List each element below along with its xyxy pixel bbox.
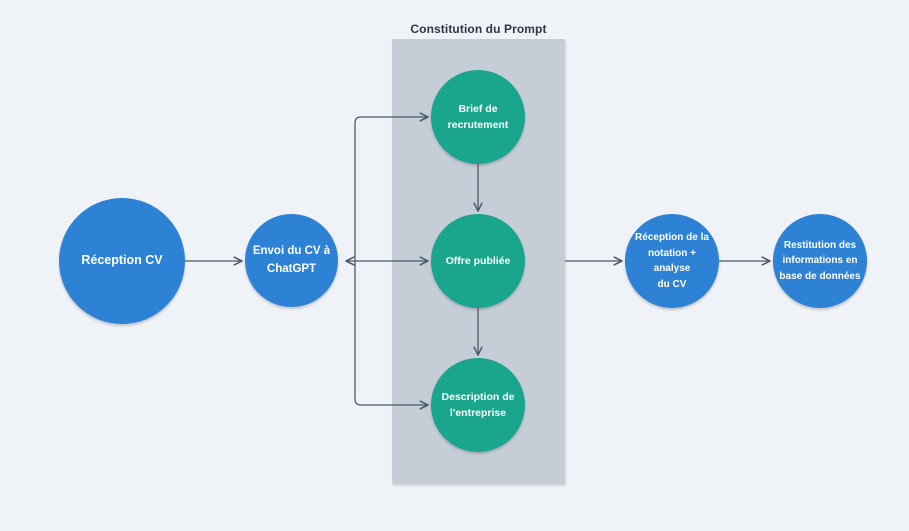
node-offre-publiee-label: Offre publiée <box>445 254 511 267</box>
node-reception-notation-label: Réception de la notation + analyse du CV <box>635 232 709 290</box>
node-restitution-informations-label: Restitution des informations en base de … <box>779 239 861 282</box>
node-envoi-cv-chatgpt-label: Envoi du CV à ChatGPT <box>252 244 331 275</box>
node-description-entreprise: Description de l'entreprise <box>431 358 525 452</box>
node-brief-recrutement: Brief de recrutement <box>431 70 525 164</box>
edge-branch-to-description <box>354 261 429 410</box>
node-reception-cv: Réception CV <box>59 198 185 324</box>
edge-branch-to-brief <box>354 112 429 261</box>
node-reception-cv-label: Réception CV <box>81 253 163 268</box>
node-restitution-informations: Restitution des informations en base de … <box>773 214 867 308</box>
prompt-group-title: Constitution du Prompt <box>410 22 547 36</box>
node-brief-recrutement-label: Brief de recrutement <box>447 102 509 131</box>
node-description-entreprise-label: Description de l'entreprise <box>441 390 515 419</box>
node-offre-publiee: Offre publiée <box>431 214 525 308</box>
node-reception-notation: Réception de la notation + analyse du CV <box>625 214 719 308</box>
node-envoi-cv-chatgpt: Envoi du CV à ChatGPT <box>245 214 338 307</box>
